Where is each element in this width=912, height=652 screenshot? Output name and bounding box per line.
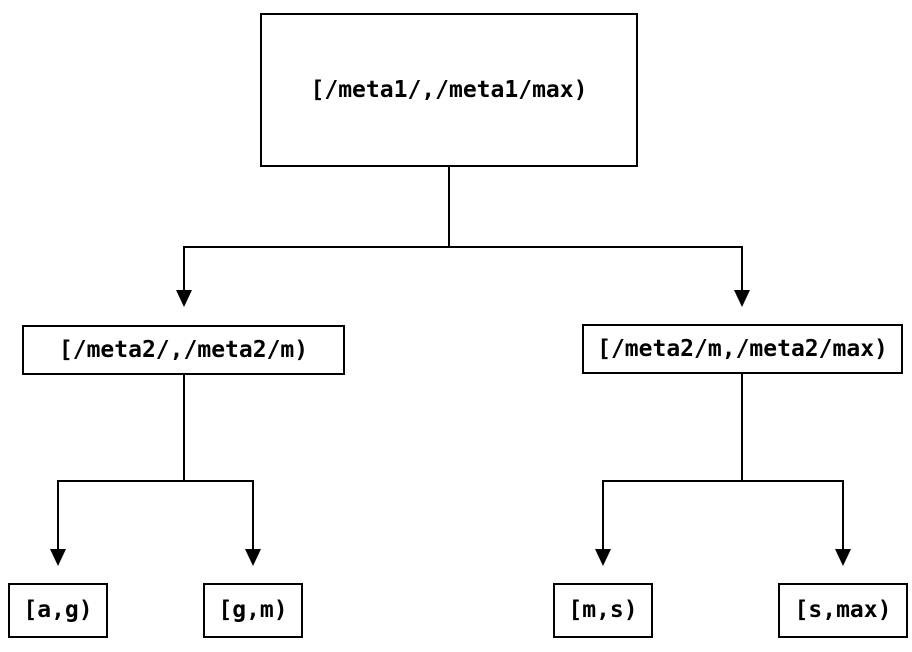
node-leaf-ms-label: [m,s): [568, 597, 638, 623]
node-leaf-gm: [g,m): [203, 583, 303, 638]
arrow-down-icon: [176, 290, 192, 307]
connector-left-drop-2: [252, 480, 254, 550]
node-leaf-smax-label: [s,max): [794, 597, 892, 623]
node-meta2-left: [/meta2/,/meta2/m): [22, 325, 345, 375]
node-root-label: [/meta1/,/meta1/max): [310, 76, 588, 103]
connector-level1-drop-left: [183, 246, 185, 292]
arrow-down-icon: [734, 290, 750, 307]
arrow-down-icon: [595, 549, 611, 566]
arrow-down-icon: [835, 549, 851, 566]
arrow-down-icon: [245, 549, 261, 566]
node-meta2-left-label: [/meta2/,/meta2/m): [58, 336, 309, 363]
arrow-down-icon: [50, 549, 66, 566]
node-leaf-ms: [m,s): [553, 583, 653, 638]
node-meta2-right: [/meta2/m,/meta2/max): [582, 324, 903, 374]
node-leaf-smax: [s,max): [778, 583, 908, 638]
connector-left-drop-1: [57, 480, 59, 550]
node-meta2-right-label: [/meta2/m,/meta2/max): [597, 335, 888, 362]
node-leaf-ag-label: [a,g): [23, 597, 93, 623]
connector-level1-hbar: [183, 246, 743, 248]
connector-root-stem: [448, 167, 450, 247]
connector-right-drop-2: [842, 480, 844, 550]
node-leaf-gm-label: [g,m): [218, 597, 288, 623]
connector-right-drop-1: [602, 480, 604, 550]
connector-right-stem: [741, 374, 743, 481]
node-leaf-ag: [a,g): [8, 583, 108, 638]
connector-left-hbar: [57, 480, 254, 482]
connector-level1-drop-right: [741, 246, 743, 292]
node-root-interval: [/meta1/,/meta1/max): [260, 13, 638, 167]
connector-right-hbar: [602, 480, 844, 482]
connector-left-stem: [183, 375, 185, 481]
